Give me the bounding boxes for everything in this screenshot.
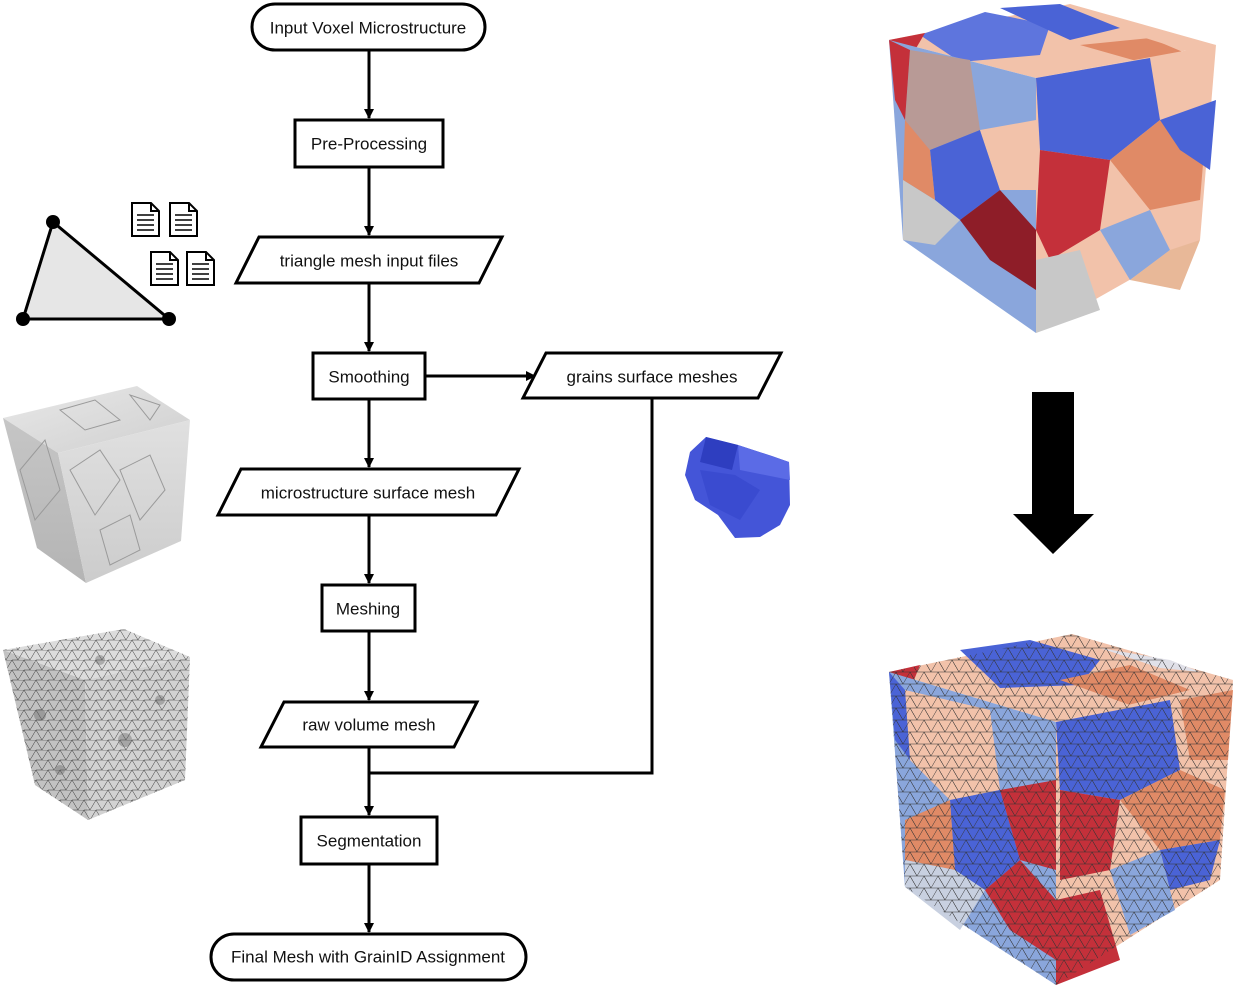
node-mesh-shape — [320, 583, 417, 633]
node-raw-label: raw volume mesh — [302, 716, 435, 735]
node-pre-label: Pre-Processing — [311, 135, 427, 154]
node-raw-shape — [258, 700, 480, 749]
document-icon — [150, 251, 179, 286]
node-surf-shape — [215, 467, 522, 517]
triangle-mesh-element — [16, 215, 176, 326]
node-smooth-label: Smoothing — [328, 368, 409, 387]
flow-labels: Input Voxel Microstructure Pre-Processin… — [231, 19, 738, 967]
node-seg-label: Segmentation — [317, 832, 422, 851]
down-arrow-icon — [1013, 392, 1094, 554]
node-pre-shape — [293, 118, 445, 169]
node-input-shape — [250, 2, 487, 52]
node-final-shape — [209, 932, 528, 982]
node-grains-label: grains surface meshes — [566, 368, 737, 387]
node-final-label: Final Mesh with GrainID Assignment — [231, 948, 505, 967]
document-icon — [169, 202, 198, 237]
flow-edges — [364, 51, 654, 933]
document-icon — [131, 202, 160, 237]
node-smooth-shape — [311, 351, 427, 401]
node-surf-label: microstructure surface mesh — [261, 484, 475, 503]
node-tri-shape — [233, 235, 505, 285]
gray-tetrahedral-mesh-cube — [3, 629, 190, 820]
flow-nodes — [209, 2, 784, 982]
node-tri-label: triangle mesh input files — [280, 252, 459, 271]
colored-voxel-microstructure-cube — [889, 4, 1216, 333]
colored-meshed-microstructure-cube — [889, 634, 1233, 985]
node-grains-shape — [520, 351, 784, 400]
node-input-label: Input Voxel Microstructure — [270, 19, 467, 38]
document-icon — [186, 251, 215, 286]
node-mesh-label: Meshing — [336, 600, 400, 619]
node-seg-shape — [299, 815, 439, 866]
edge-grains-seg — [369, 399, 654, 775]
single-blue-grain — [685, 437, 790, 538]
document-icons — [131, 202, 215, 286]
gray-surface-mesh-cube — [3, 386, 190, 583]
